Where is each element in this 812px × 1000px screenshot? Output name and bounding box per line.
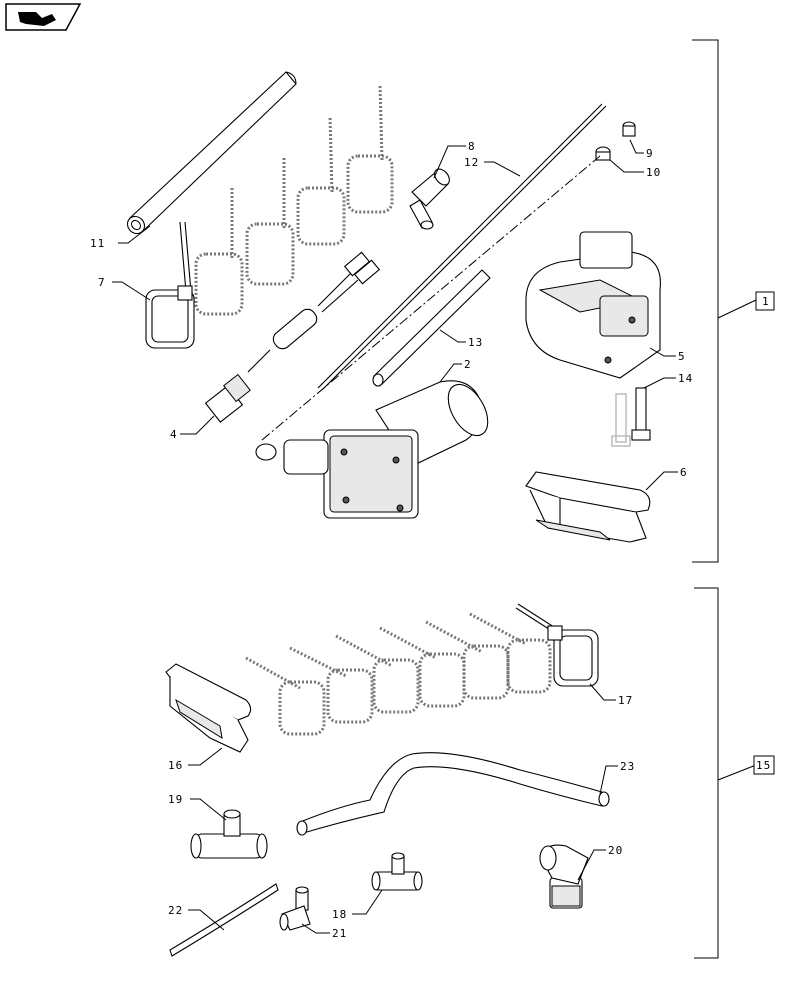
- elbow-fitting-part: [409, 168, 450, 230]
- callout-17[interactable]: 17: [618, 694, 633, 707]
- callout-5[interactable]: 5: [678, 350, 686, 363]
- hose-part: [296, 752, 610, 836]
- callout-11[interactable]: 11: [90, 237, 105, 250]
- tee-fitting-19-part: [190, 809, 268, 859]
- fitting-9-part: [622, 121, 636, 137]
- tube-part: [126, 71, 297, 235]
- assembly-bracket-1: [692, 39, 757, 563]
- callout-23[interactable]: 23: [620, 760, 635, 773]
- callout-19[interactable]: 19: [168, 793, 183, 806]
- assembly-bracket-15: [694, 587, 757, 959]
- clamp-bracket-part: [525, 231, 661, 379]
- callout-box-15[interactable]: 15: [753, 755, 775, 775]
- callout-18[interactable]: 18: [332, 908, 347, 921]
- centerline-upper: [261, 155, 601, 441]
- leader-lines: [112, 139, 678, 934]
- callout-4[interactable]: 4: [170, 428, 178, 441]
- callout-16[interactable]: 16: [168, 759, 183, 772]
- callout-13[interactable]: 13: [468, 336, 483, 349]
- callout-10[interactable]: 10: [646, 166, 661, 179]
- callout-21[interactable]: 21: [332, 927, 347, 940]
- clip-part-16: [165, 663, 252, 753]
- small-tube-part: [169, 883, 279, 957]
- rod-part: [317, 103, 607, 391]
- cable-tie-ghosts-upper: [194, 83, 394, 316]
- fitting-10-part: [595, 146, 611, 161]
- callout-20[interactable]: 20: [608, 844, 623, 857]
- cable-tie-part-17: [515, 603, 599, 687]
- cable-tie-ghosts-lower: [245, 612, 552, 736]
- motor-part: [255, 380, 489, 519]
- callout-6[interactable]: 6: [680, 466, 688, 479]
- callout-2[interactable]: 2: [464, 358, 472, 371]
- callout-7[interactable]: 7: [98, 276, 106, 289]
- short-rod-part: [372, 269, 491, 387]
- book-navigation-icon[interactable]: [5, 3, 82, 31]
- wire-harness-part: [204, 251, 381, 423]
- callout-8[interactable]: 8: [468, 140, 476, 153]
- tee-fitting-18-part: [371, 852, 423, 891]
- callout-14[interactable]: 14: [678, 372, 693, 385]
- callout-9[interactable]: 9: [646, 147, 654, 160]
- svg-text:15: 15: [756, 759, 771, 772]
- callout-12[interactable]: 12: [464, 156, 479, 169]
- callout-box-1[interactable]: 1: [755, 291, 775, 311]
- callout-22[interactable]: 22: [168, 904, 183, 917]
- cable-tie-part: [145, 221, 195, 349]
- svg-text:1: 1: [762, 295, 770, 308]
- small-elbow-21-part: [279, 886, 311, 931]
- bolts-part: [611, 387, 651, 447]
- elbow-fitting-20-part: [539, 844, 589, 909]
- clip-part-6: [525, 471, 651, 543]
